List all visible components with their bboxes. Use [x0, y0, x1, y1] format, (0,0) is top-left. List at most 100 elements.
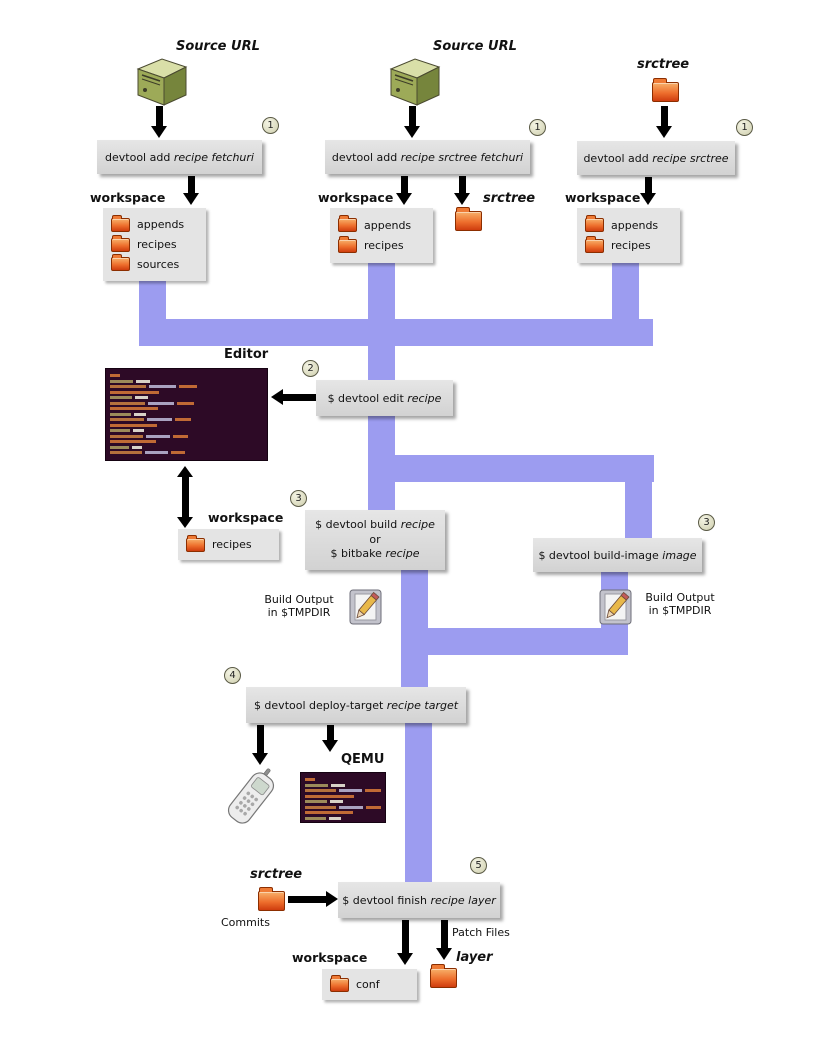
command-text: $ devtool finish	[342, 893, 431, 907]
devtool-finish-box: $ devtool finish recipe layer	[338, 882, 500, 918]
devtool-build-box: $ devtool build recipe or $ bitbake reci…	[305, 510, 445, 570]
or-label: or	[369, 532, 381, 546]
folder-label: recipes	[137, 238, 177, 251]
command-text: $ bitbake	[330, 547, 386, 561]
arrow-edit-to-editor	[271, 389, 316, 405]
workspace2-row-recipes: recipes	[338, 235, 425, 253]
build-output-line2: in $TMPDIR	[648, 604, 712, 617]
command-text: devtool add	[105, 150, 174, 164]
command-args: recipe srctree fetchuri	[400, 150, 524, 164]
arrow-add3-to-workspace3	[640, 177, 656, 205]
devtool-build-image-box: $ devtool build-image image	[533, 538, 702, 572]
arrow-deploy-to-device	[252, 725, 268, 765]
workspace1-row-recipes: recipes	[111, 234, 198, 252]
folder-icon	[111, 254, 130, 272]
target-device-phone-icon	[220, 762, 282, 838]
srctree-output-label: srctree	[483, 191, 536, 206]
command-args: recipe	[400, 517, 435, 531]
workspace1-row-sources: sources	[111, 254, 198, 272]
workspace-box-edit: recipes	[178, 529, 279, 560]
command-text: devtool add	[583, 151, 653, 165]
command-args: recipe	[385, 547, 420, 561]
command-text: $ devtool build	[315, 517, 401, 531]
devtool-add-srctree-box: devtool add recipe srctree	[577, 141, 735, 175]
srctree-title-3: srctree	[637, 57, 690, 72]
folder-label: recipes	[364, 239, 404, 253]
arrow-add2-to-srctree	[454, 176, 470, 205]
arrow-finish-to-workspace	[397, 920, 413, 965]
step-badge-2: 2	[302, 360, 319, 377]
srctree-folder-icon-output	[455, 207, 482, 231]
command-args: recipe layer	[430, 893, 496, 907]
server-icon-2	[387, 57, 443, 111]
workspace-box-1: appends recipes sources	[103, 208, 206, 281]
arrow-deploy-to-qemu	[322, 725, 338, 752]
folder-label: sources	[137, 257, 180, 271]
command-args: image	[662, 548, 697, 562]
build-output-line1: Build Output	[264, 593, 334, 606]
workspace-label-finish: workspace	[292, 950, 368, 965]
srctree-folder-icon-top	[652, 78, 679, 102]
workspace1-row-appends: appends	[111, 214, 198, 232]
workspace-label-1: workspace	[90, 190, 166, 205]
arrow-add2-to-workspace2	[396, 176, 412, 205]
step-badge-1a: 1	[262, 117, 279, 134]
devtool-add-srctree-fetchuri-box: devtool add recipe srctree fetchuri	[325, 140, 530, 174]
workspace-label-2: workspace	[318, 190, 394, 205]
devtool-add-fetchuri-box: devtool add recipe fetchuri	[97, 140, 262, 174]
folder-icon	[338, 235, 357, 253]
step-badge-1b: 1	[529, 119, 546, 136]
source-url-title-1: Source URL	[176, 39, 260, 54]
step-badge-3a: 3	[290, 490, 307, 507]
folder-label: conf	[356, 978, 380, 991]
build-output-label-left: Build Output in $TMPDIR	[258, 593, 340, 619]
build-output-line1: Build Output	[645, 591, 715, 604]
qemu-label: QEMU	[341, 752, 385, 767]
folder-icon	[186, 534, 205, 552]
pipe-center-vertical-2	[401, 560, 428, 695]
step-badge-4: 4	[224, 667, 241, 684]
workspace3-row-appends: appends	[585, 215, 672, 233]
folder-icon	[585, 235, 604, 253]
layer-label: layer	[456, 950, 493, 965]
workspace2-row-appends: appends	[338, 215, 425, 233]
folder-icon	[338, 215, 357, 233]
command-text: $ devtool edit	[327, 391, 408, 405]
editor-terminal-image	[105, 368, 268, 461]
command-text: $ devtool build-image	[538, 548, 663, 562]
arrow-commits-to-finish	[288, 891, 338, 907]
folder-label: recipes	[212, 538, 252, 551]
devtool-edit-box: $ devtool edit recipe	[316, 380, 453, 416]
qemu-terminal-image	[300, 772, 386, 823]
folder-label: appends	[137, 218, 185, 232]
layer-folder-icon	[430, 964, 457, 988]
step-badge-5: 5	[470, 857, 487, 874]
command-args: recipe srctree	[652, 151, 729, 165]
step-badge-3b: 3	[698, 514, 715, 531]
arrow-srctree-to-add3	[656, 106, 672, 138]
folder-label: appends	[611, 218, 659, 232]
editor-label: Editor	[224, 347, 269, 362]
command-text: $ devtool deploy-target	[253, 698, 387, 712]
workspace-box-3: appends recipes	[577, 208, 680, 263]
folder-icon	[585, 215, 604, 233]
command-text: devtool add	[331, 150, 401, 164]
workspace-finish-row-conf: conf	[330, 974, 409, 992]
commits-label: Commits	[221, 916, 270, 929]
pipe-horizontal-bottom	[401, 628, 628, 655]
build-output-icon-right	[599, 587, 633, 629]
workspace-box-2: appends recipes	[330, 208, 433, 263]
patch-files-label: Patch Files	[452, 926, 510, 939]
source-url-title-2: Source URL	[433, 39, 517, 54]
folder-label: appends	[364, 218, 412, 232]
pipe-right-vertical-top	[612, 261, 639, 346]
pipe-center-vertical-3	[405, 715, 432, 887]
command-args: recipe target	[386, 698, 459, 712]
workspace-edit-row-recipes: recipes	[186, 534, 271, 552]
folder-icon	[111, 234, 130, 252]
pipe-horizontal-top	[139, 319, 653, 346]
workspace-label-edit: workspace	[208, 510, 284, 525]
build-output-label-right: Build Output in $TMPDIR	[641, 591, 719, 617]
pipe-horizontal-middle	[368, 455, 654, 482]
